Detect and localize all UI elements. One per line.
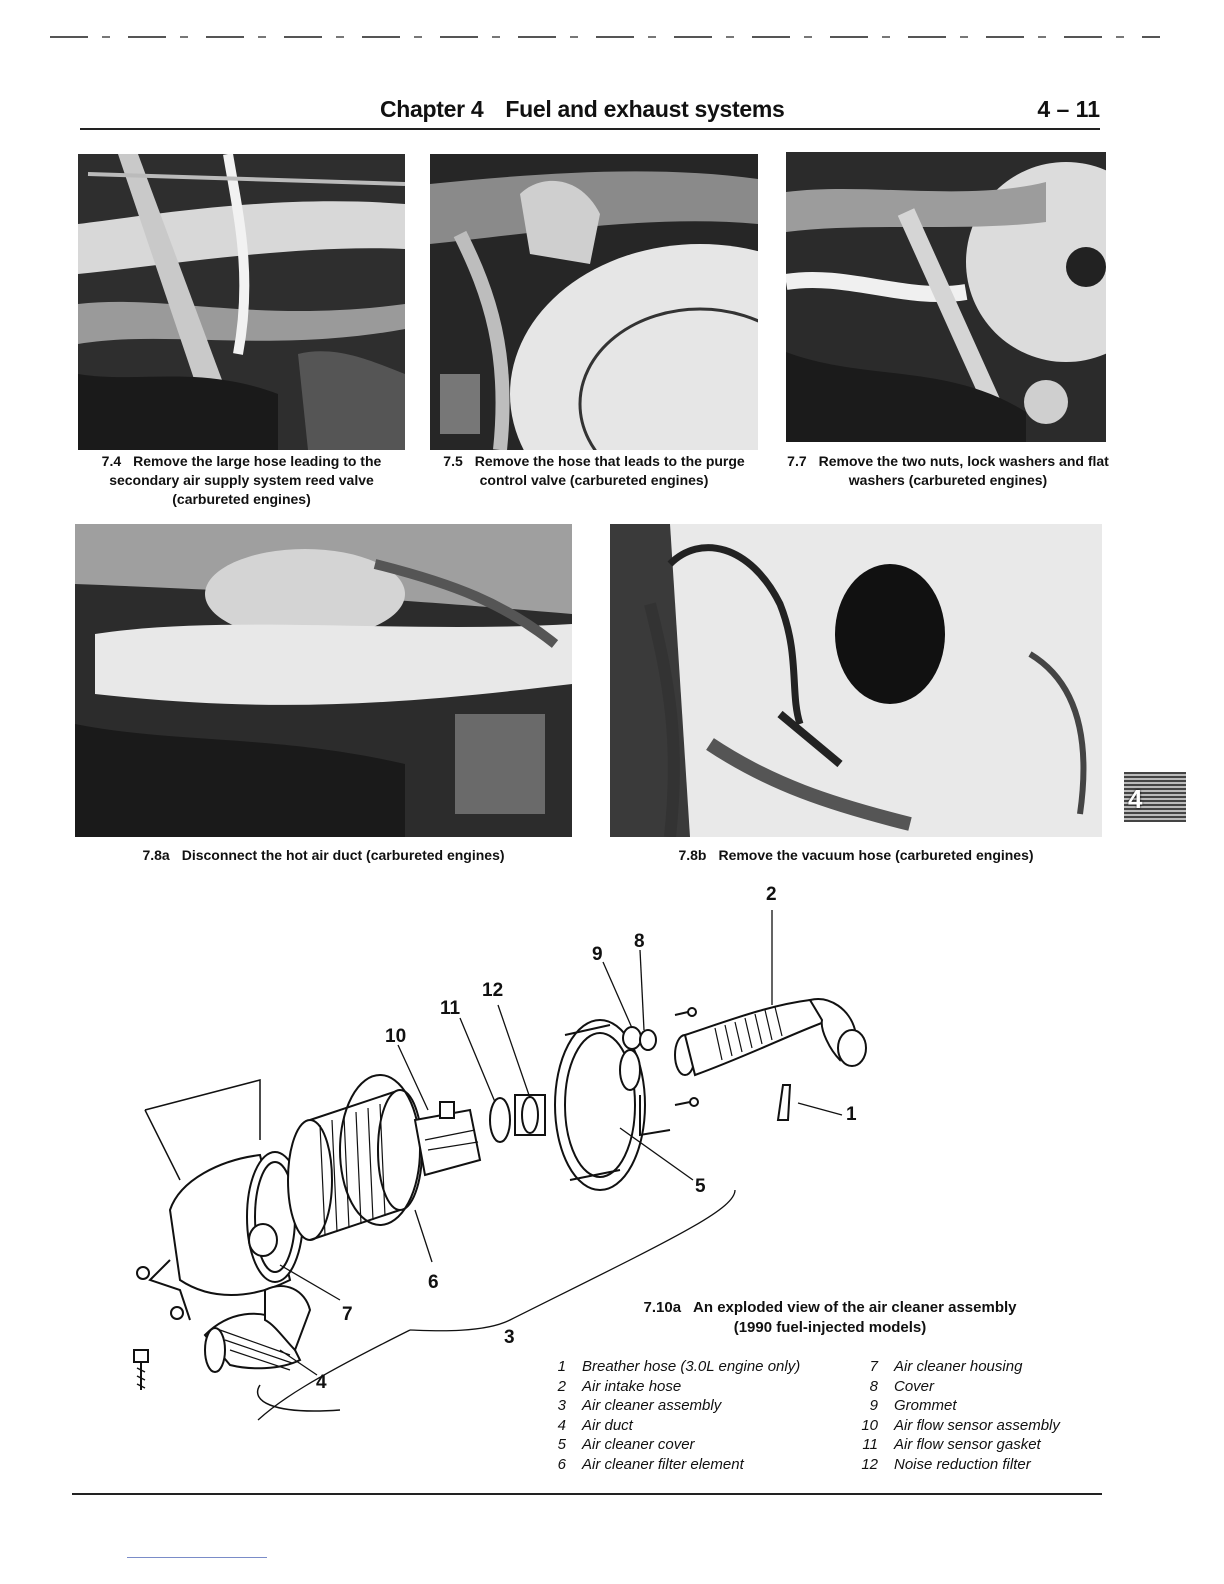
callout-2: 2 (766, 884, 777, 905)
photo-7-4 (78, 154, 405, 450)
caption-text: Remove the two nuts, lock washers and fl… (818, 453, 1109, 488)
callout-4: 4 (316, 1372, 327, 1393)
caption-7-8a: 7.8a Disconnect the hot air duct (carbure… (75, 846, 572, 865)
photo-7-8b (610, 524, 1102, 837)
grommet-part (622, 1026, 642, 1050)
air-flow-sensor-gasket-part (489, 1097, 511, 1143)
scan-dash-line (50, 36, 1160, 38)
figure-caption: 7.10a An exploded view of the air cleaner… (600, 1298, 1060, 1338)
scan-footer-mark (127, 1557, 267, 1558)
air-cleaner-housing-part (136, 1151, 304, 1321)
figure-title: An exploded view of the air cleaner asse… (693, 1299, 1017, 1316)
caption-number: 7.8a (142, 847, 170, 863)
chapter-title: Chapter 4 Fuel and exhaust systems (380, 96, 785, 123)
callout-11: 11 (440, 998, 461, 1019)
callout-12: 12 (482, 980, 503, 1001)
chapter-thumb-tab: 4 (1124, 772, 1186, 822)
caption-text: Remove the large hose leading to the sec… (109, 453, 382, 507)
figure-subtitle: (1990 fuel-injected models) (733, 1319, 927, 1336)
air-cleaner-cover-part (554, 1019, 671, 1191)
caption-7-8b: 7.8b Remove the vacuum hose (carbureted e… (610, 846, 1102, 865)
callout-10: 10 (385, 1026, 406, 1047)
caption-text: Remove the vacuum hose (carbureted engin… (718, 847, 1034, 863)
caption-7-7: 7.7 Remove the two nuts, lock washers and… (786, 452, 1110, 490)
caption-number: 7.5 (443, 453, 463, 469)
callout-7: 7 (342, 1304, 353, 1325)
footer-rule (72, 1493, 1102, 1495)
page-number: 4 – 11 (1037, 96, 1100, 122)
callout-1: 1 (846, 1104, 857, 1125)
callout-8: 8 (634, 931, 645, 952)
callout-5: 5 (695, 1176, 706, 1197)
caption-text: Disconnect the hot air duct (carbureted … (181, 847, 505, 863)
air-intake-hose-part (674, 998, 867, 1077)
callout-9: 9 (592, 944, 603, 965)
callout-6: 6 (428, 1272, 439, 1293)
photo-7-5 (430, 154, 758, 450)
caption-number: 7.8b (678, 847, 707, 863)
bolt-part (133, 1349, 149, 1390)
chapter-tab-number: 4 (1128, 784, 1143, 814)
page-header: Chapter 4 Fuel and exhaust systems 4 – 11 (80, 96, 1100, 130)
caption-number: 7.7 (787, 453, 807, 469)
photo-7-8a (75, 524, 572, 837)
header-rule (80, 128, 1100, 130)
breather-hose-part (776, 1084, 792, 1121)
photo-7-7 (786, 152, 1106, 442)
figure-number: 7.10a (643, 1299, 682, 1316)
noise-reduction-filter-part (514, 1094, 546, 1136)
callout-3: 3 (504, 1327, 515, 1348)
caption-text: Remove the hose that leads to the purge … (474, 453, 745, 488)
air-duct-part (203, 1285, 312, 1373)
caption-7-5: 7.5 Remove the hose that leads to the pur… (430, 452, 758, 490)
cover-cap-part (639, 1029, 657, 1051)
caption-number: 7.4 (101, 453, 122, 469)
air-flow-sensor-part (413, 1101, 482, 1177)
air-filter-element-part (287, 1074, 423, 1241)
air-cleaner-exploded-diagram: 10 11 12 9 8 2 1 5 6 7 4 3 (110, 880, 1010, 1480)
chapter-number: Chapter 4 (380, 96, 484, 122)
chapter-name: Fuel and exhaust systems (505, 96, 785, 122)
